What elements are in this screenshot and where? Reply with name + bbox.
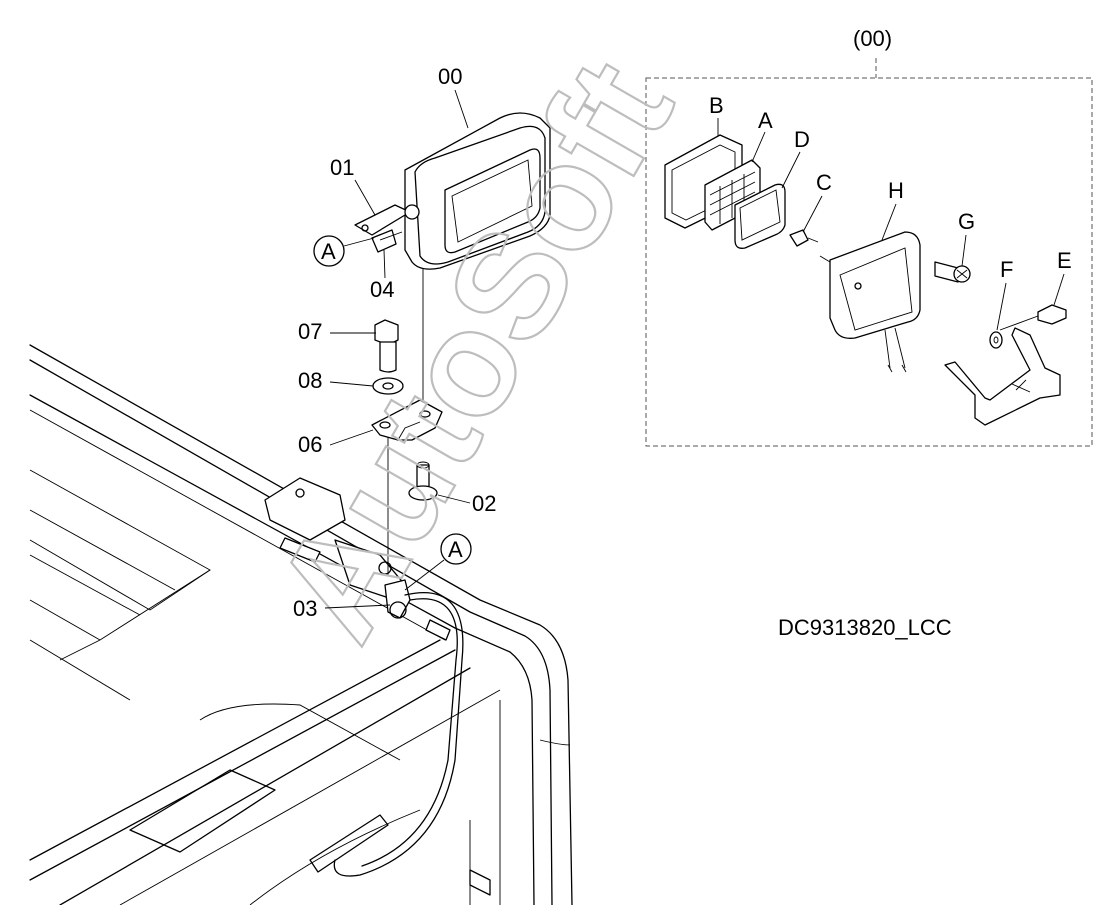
callout-00: 00 bbox=[438, 64, 462, 89]
callout-01: 01 bbox=[330, 155, 354, 180]
work-lamp-drawing bbox=[354, 112, 551, 575]
drawing-code: DC9313820_LCC bbox=[778, 615, 952, 640]
detail-marker-a-top bbox=[313, 235, 345, 267]
callout-07: 07 bbox=[298, 319, 322, 344]
assembly-label: (00) bbox=[853, 26, 892, 51]
watermark-text: AutoSoft bbox=[242, 34, 704, 666]
detail-marker-a-bottom bbox=[440, 533, 472, 565]
exploded-view bbox=[645, 58, 1093, 447]
letter-c: C bbox=[816, 170, 832, 195]
callout-08: 08 bbox=[298, 368, 322, 393]
letter-e: E bbox=[1057, 248, 1072, 273]
letter-f: F bbox=[1000, 257, 1013, 282]
letter-g: G bbox=[958, 209, 975, 234]
letter-d: D bbox=[794, 127, 810, 152]
callout-labels: 00 01 A 04 07 08 06 02 A 03 (00) B A D C… bbox=[293, 26, 1072, 640]
detail-ref-a-bottom: A bbox=[448, 537, 463, 562]
callout-06: 06 bbox=[298, 432, 322, 457]
letter-h: H bbox=[888, 178, 904, 203]
callout-02: 02 bbox=[472, 491, 496, 516]
detail-ref-a-top: A bbox=[321, 239, 336, 264]
cab-roof-drawing bbox=[29, 344, 573, 906]
letter-b: B bbox=[709, 93, 724, 118]
callout-04: 04 bbox=[370, 277, 394, 302]
letter-a: A bbox=[758, 108, 773, 133]
callout-03: 03 bbox=[293, 596, 317, 621]
